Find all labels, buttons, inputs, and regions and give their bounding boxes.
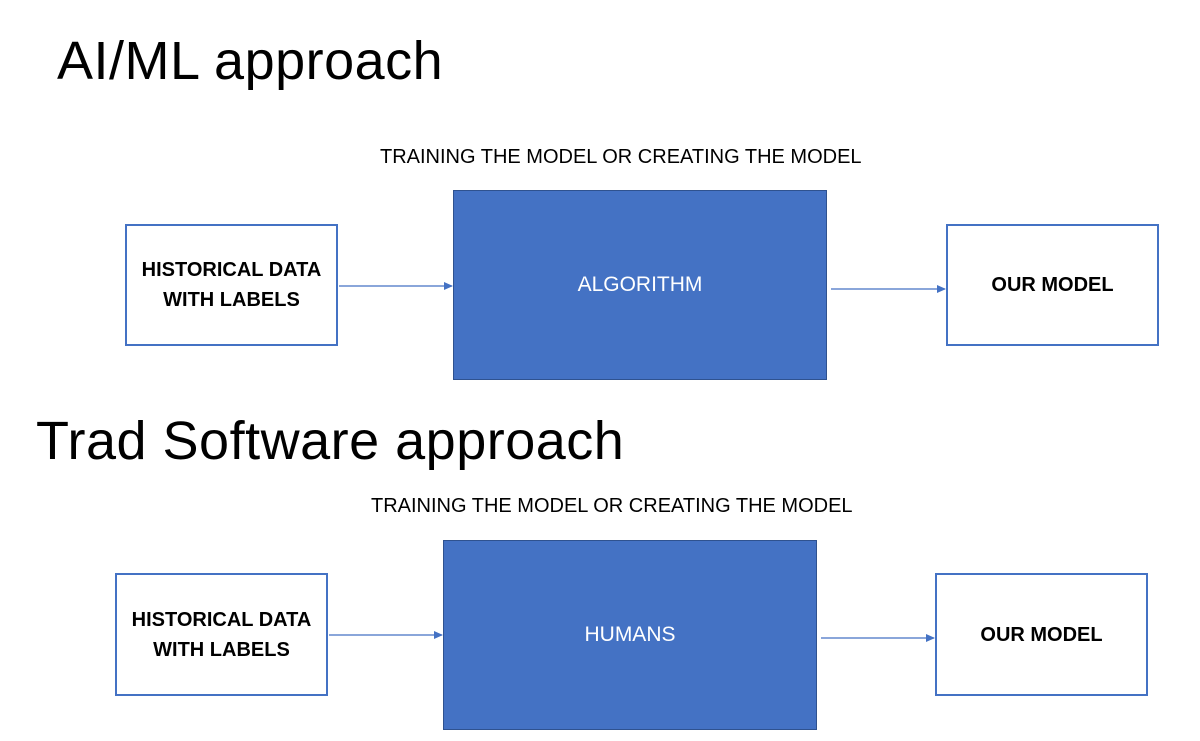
- section-title-trad: Trad Software approach: [36, 411, 625, 471]
- output-box-ml: OUR MODEL: [946, 224, 1159, 346]
- section-title-ml: AI/ML approach: [57, 31, 444, 91]
- process-box-ml: ALGORITHM: [453, 190, 827, 380]
- process-label-ml: ALGORITHM: [577, 273, 703, 296]
- input-label-line1: HISTORICAL DATA: [141, 259, 322, 281]
- input-label-line2: WITH LABELS: [163, 289, 300, 311]
- process-label-trad: HUMANS: [584, 623, 676, 646]
- caption-ml: TRAINING THE MODEL OR CREATING THE MODEL: [380, 146, 862, 168]
- output-box-trad: OUR MODEL: [935, 573, 1148, 696]
- process-box-trad: HUMANS: [443, 540, 817, 730]
- output-label-ml: OUR MODEL: [991, 274, 1114, 296]
- input-box-trad: HISTORICAL DATA WITH LABELS: [115, 573, 328, 696]
- input-box-ml: HISTORICAL DATA WITH LABELS: [125, 224, 338, 346]
- input-label-line1: HISTORICAL DATA: [131, 608, 312, 631]
- input-label-line2: WITH LABELS: [153, 638, 290, 661]
- caption-trad: TRAINING THE MODEL OR CREATING THE MODEL: [371, 495, 853, 517]
- output-label-trad: OUR MODEL: [980, 623, 1103, 646]
